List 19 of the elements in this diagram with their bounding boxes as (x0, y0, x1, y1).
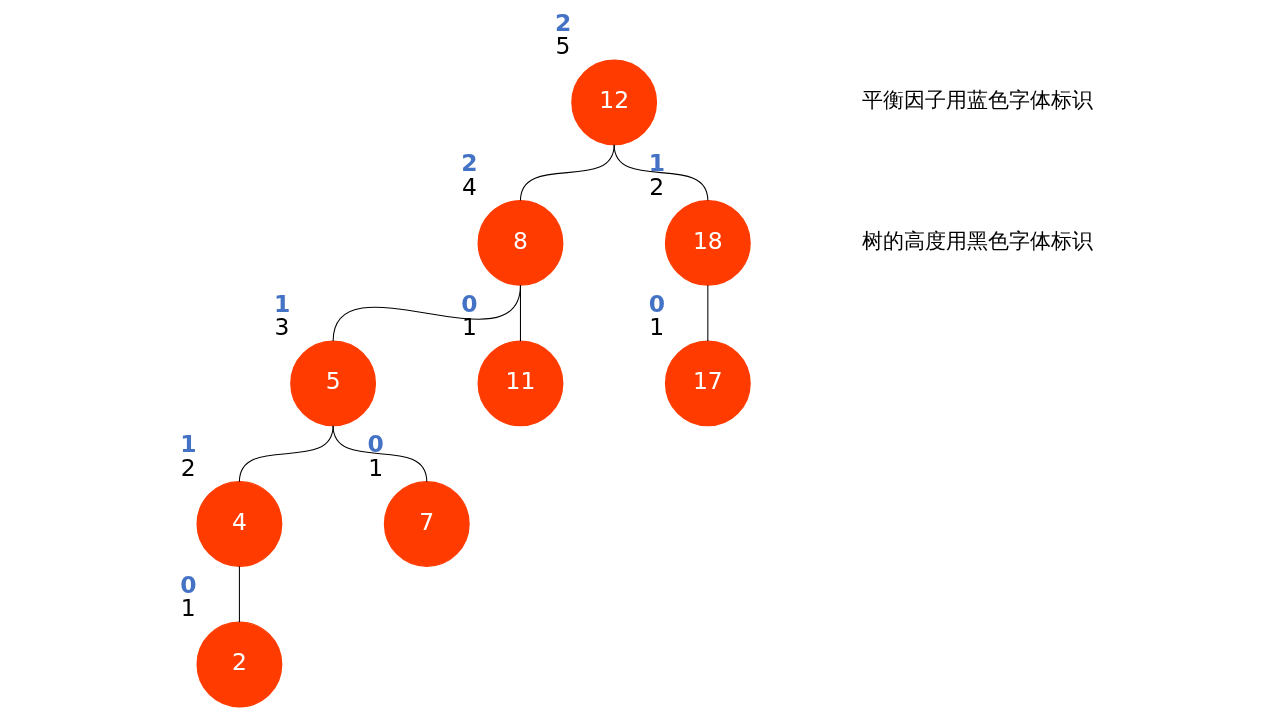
node-circle: 11 (477, 340, 563, 427)
node-circle: 4 (195, 481, 282, 567)
node-circle: 5 (289, 340, 376, 427)
label: 树的高度用黑色字体标识 (861, 228, 1093, 253)
node-circle: 17 (664, 340, 751, 427)
connector (238, 565, 240, 623)
node-circle: 7 (383, 481, 470, 567)
node-circle: 8 (477, 199, 563, 286)
connector (613, 144, 708, 202)
node-circle: 18 (664, 199, 751, 286)
label: 平衡因子用蓝色字体标识 (861, 88, 1093, 113)
connector (706, 284, 708, 342)
connector (519, 284, 521, 342)
connector (332, 425, 427, 483)
node-circle: 12 (570, 59, 657, 146)
connector (332, 284, 521, 342)
connector (519, 144, 615, 202)
connector (238, 425, 334, 483)
node-circle: 2 (195, 621, 282, 708)
